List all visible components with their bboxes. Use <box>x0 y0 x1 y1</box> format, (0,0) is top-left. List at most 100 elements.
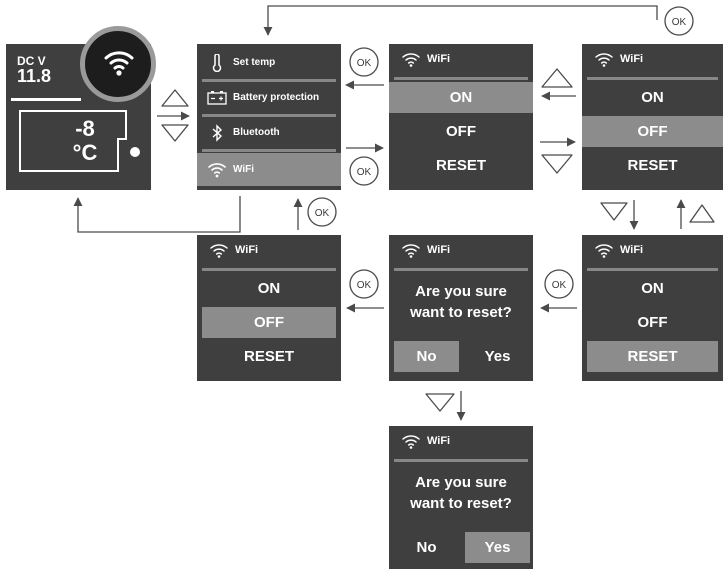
wifi-icon <box>402 244 420 258</box>
reset-question: Are you sure want to reset? <box>389 472 533 514</box>
screen-title: WiFi <box>235 244 259 256</box>
option-off[interactable]: OFF <box>202 307 336 338</box>
ok-label: OK <box>357 58 372 69</box>
ok-button[interactable]: OK <box>544 269 574 299</box>
screen-header: WiFi <box>389 44 533 77</box>
reset-question-line: Are you sure <box>415 283 507 300</box>
screen-header: WiFi <box>389 426 533 459</box>
ok-label: OK <box>357 167 372 178</box>
flow-arrow <box>73 196 241 233</box>
up-key-icon <box>689 204 715 223</box>
menu-item-label: Bluetooth <box>233 127 280 138</box>
screen-title: WiFi <box>620 53 644 65</box>
menu-item-battery-protection[interactable]: Battery protection <box>197 83 341 113</box>
wifi-icon <box>210 244 228 258</box>
wifi-icon <box>402 435 420 449</box>
wifi-status-badge <box>80 26 156 102</box>
wifi-icon <box>595 53 613 67</box>
reset-question-line: want to reset? <box>410 495 512 512</box>
ok-label: OK <box>315 208 330 219</box>
menu-item-label: Set temp <box>233 57 276 68</box>
screen-title: WiFi <box>427 435 451 447</box>
header-separator <box>587 77 718 80</box>
temperature-unit: °C <box>72 140 98 165</box>
up-key-icon <box>161 89 189 107</box>
menu-separator <box>202 149 336 152</box>
reset-question: Are you sure want to reset? <box>389 281 533 323</box>
header-separator <box>587 268 718 271</box>
wifi-screen-reset-selected: WiFi ON OFF RESET <box>582 235 723 381</box>
menu-screen: Set temp Battery protection Bluetooth Wi… <box>197 44 341 190</box>
temperature-box <box>18 109 130 175</box>
wifi-screen-off-selected: WiFi ON OFF RESET <box>582 44 723 190</box>
no-button[interactable]: No <box>416 539 437 556</box>
dc-voltage-value: 11.8 <box>17 66 52 86</box>
ok-button[interactable]: OK <box>349 156 379 186</box>
option-on[interactable]: ON <box>389 82 533 113</box>
screen-header: WiFi <box>197 235 341 268</box>
screen-title: WiFi <box>620 244 644 256</box>
reset-confirm-screen-yes-selected: WiFi Are you sure want to reset? No Yes <box>389 426 533 569</box>
option-off[interactable]: OFF <box>446 123 476 140</box>
screen-title: WiFi <box>427 53 451 65</box>
menu-separator <box>202 79 336 82</box>
reset-confirm-screen-no-selected: WiFi Are you sure want to reset? No Yes <box>389 235 533 381</box>
yes-button[interactable]: Yes <box>484 348 511 365</box>
wifi-icon <box>595 244 613 258</box>
thermometer-icon <box>212 54 222 72</box>
down-key-icon <box>600 202 628 221</box>
screen-header: WiFi <box>582 44 723 77</box>
flow-arrow <box>263 5 658 36</box>
menu-item-label: WiFi <box>233 164 255 175</box>
screen-title: WiFi <box>427 244 451 256</box>
dc-voltage-label: DC V <box>17 54 46 68</box>
header-separator <box>394 268 528 271</box>
option-reset[interactable]: RESET <box>435 157 486 174</box>
up-key-icon <box>541 68 573 88</box>
header-separator <box>394 459 528 462</box>
home-separator <box>11 98 81 101</box>
down-key-icon <box>425 393 455 412</box>
option-off[interactable]: OFF <box>637 314 668 331</box>
menu-item-bluetooth[interactable]: Bluetooth <box>197 118 341 148</box>
option-reset[interactable]: RESET <box>587 341 718 372</box>
reset-question-line: Are you sure <box>415 474 507 491</box>
option-off[interactable]: OFF <box>582 116 723 147</box>
bluetooth-icon <box>212 124 223 142</box>
wifi-screen-off-confirmed: WiFi ON OFF RESET <box>197 235 341 381</box>
option-reset[interactable]: RESET <box>243 348 294 365</box>
battery-icon <box>207 91 227 105</box>
screen-header: WiFi <box>389 235 533 268</box>
ok-button[interactable]: OK <box>349 47 379 77</box>
ok-button[interactable]: OK <box>349 269 379 299</box>
temperature-value: -8 <box>75 116 95 141</box>
ok-button[interactable]: OK <box>307 197 337 227</box>
temperature-readout: -8 °C <box>50 117 120 165</box>
screen-header: WiFi <box>582 235 723 268</box>
option-on[interactable]: ON <box>641 89 664 106</box>
ok-label: OK <box>672 17 687 28</box>
menu-item-label: Battery protection <box>233 92 320 103</box>
header-separator <box>202 268 336 271</box>
down-key-icon <box>541 154 573 174</box>
menu-item-wifi[interactable]: WiFi <box>197 153 341 186</box>
ok-button[interactable]: OK <box>664 6 694 36</box>
down-key-icon <box>161 124 189 142</box>
no-button[interactable]: No <box>394 341 459 372</box>
header-separator <box>394 77 528 80</box>
wifi-icon <box>208 163 226 178</box>
menu-separator <box>202 114 336 117</box>
wifi-icon <box>402 53 420 67</box>
option-reset[interactable]: RESET <box>627 157 678 174</box>
ok-label: OK <box>552 280 567 291</box>
wifi-icon <box>104 51 134 76</box>
status-dot <box>130 147 140 157</box>
option-on[interactable]: ON <box>641 280 664 297</box>
menu-item-set-temp[interactable]: Set temp <box>197 48 341 78</box>
yes-button[interactable]: Yes <box>465 532 530 563</box>
wifi-screen-on-selected: WiFi ON OFF RESET <box>389 44 533 190</box>
option-on[interactable]: ON <box>257 280 281 297</box>
ok-label: OK <box>357 280 372 291</box>
reset-question-line: want to reset? <box>410 304 512 321</box>
